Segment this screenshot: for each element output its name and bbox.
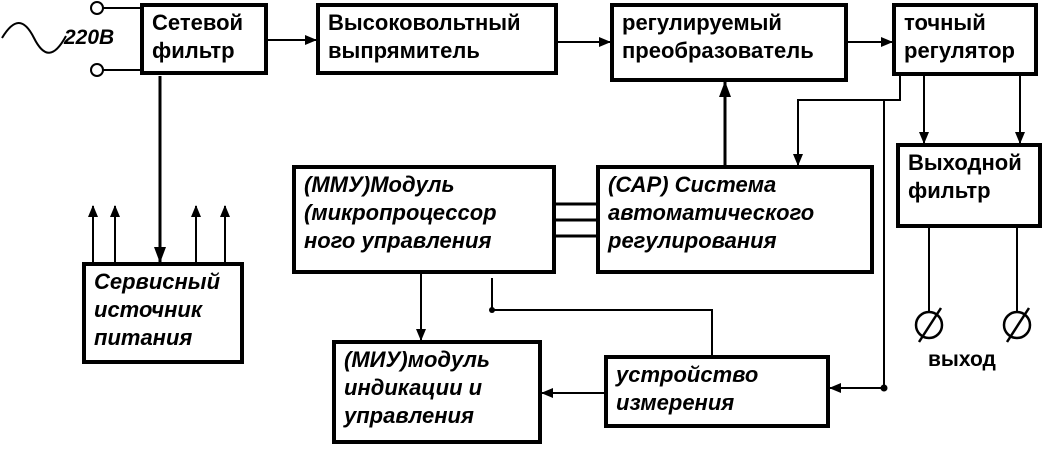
indication-module-label: (МИУ)модуль индикации и управления: [344, 347, 490, 428]
auto-regulation-block: (САР) Система автоматического регулирова…: [596, 165, 874, 274]
measurement-device-label: устройство измерения: [616, 362, 759, 415]
mcu-module-label: (ММУ)Модуль (микропроцессор ного управле…: [304, 172, 497, 253]
junction-dot-mcu: [489, 307, 495, 313]
precise-regulator-block: точный регулятор: [892, 3, 1038, 76]
output-terminal-2-slash: [1005, 307, 1031, 343]
output-filter-label: Выходной фильтр: [908, 150, 1022, 203]
mcu-module-block: (ММУ)Модуль (микропроцессор ного управле…: [292, 165, 556, 274]
network-filter-block: Сетевой фильтр: [140, 3, 268, 75]
input-voltage-label: 220В: [64, 26, 115, 49]
input-terminal-top: [90, 1, 104, 15]
output-terminal-1-slash: [917, 307, 943, 343]
precise-regulator-label: точный регулятор: [904, 10, 1015, 63]
adjustable-converter-label: регулируемый преобразователь: [622, 10, 814, 63]
output-label: выход: [928, 348, 996, 371]
indication-module-block: (МИУ)модуль индикации и управления: [332, 340, 542, 444]
junction-dot: [880, 384, 888, 392]
hv-rectifier-block: Высоковольтный выпрямитель: [316, 3, 558, 75]
hv-rectifier-label: Высоковольтный выпрямитель: [328, 10, 521, 63]
network-filter-label: Сетевой фильтр: [152, 10, 244, 63]
output-filter-block: Выходной фильтр: [896, 143, 1042, 228]
service-power-block: Сервисный источник питания: [82, 262, 244, 364]
input-terminal-bottom: [90, 63, 104, 77]
service-power-label: Сервисный источник питания: [94, 269, 221, 350]
auto-regulation-label: (САР) Система автоматического регулирова…: [608, 172, 815, 253]
measurement-device-block: устройство измерения: [604, 355, 830, 428]
adjustable-converter-block: регулируемый преобразователь: [610, 3, 848, 82]
output-terminal-2: [1002, 310, 1032, 340]
output-terminal-1: [914, 310, 944, 340]
ac-source-wave: [1, 22, 67, 54]
feedback-regulator-to-regulation: [793, 76, 901, 166]
link-measurement-to-mcu: [491, 278, 713, 355]
